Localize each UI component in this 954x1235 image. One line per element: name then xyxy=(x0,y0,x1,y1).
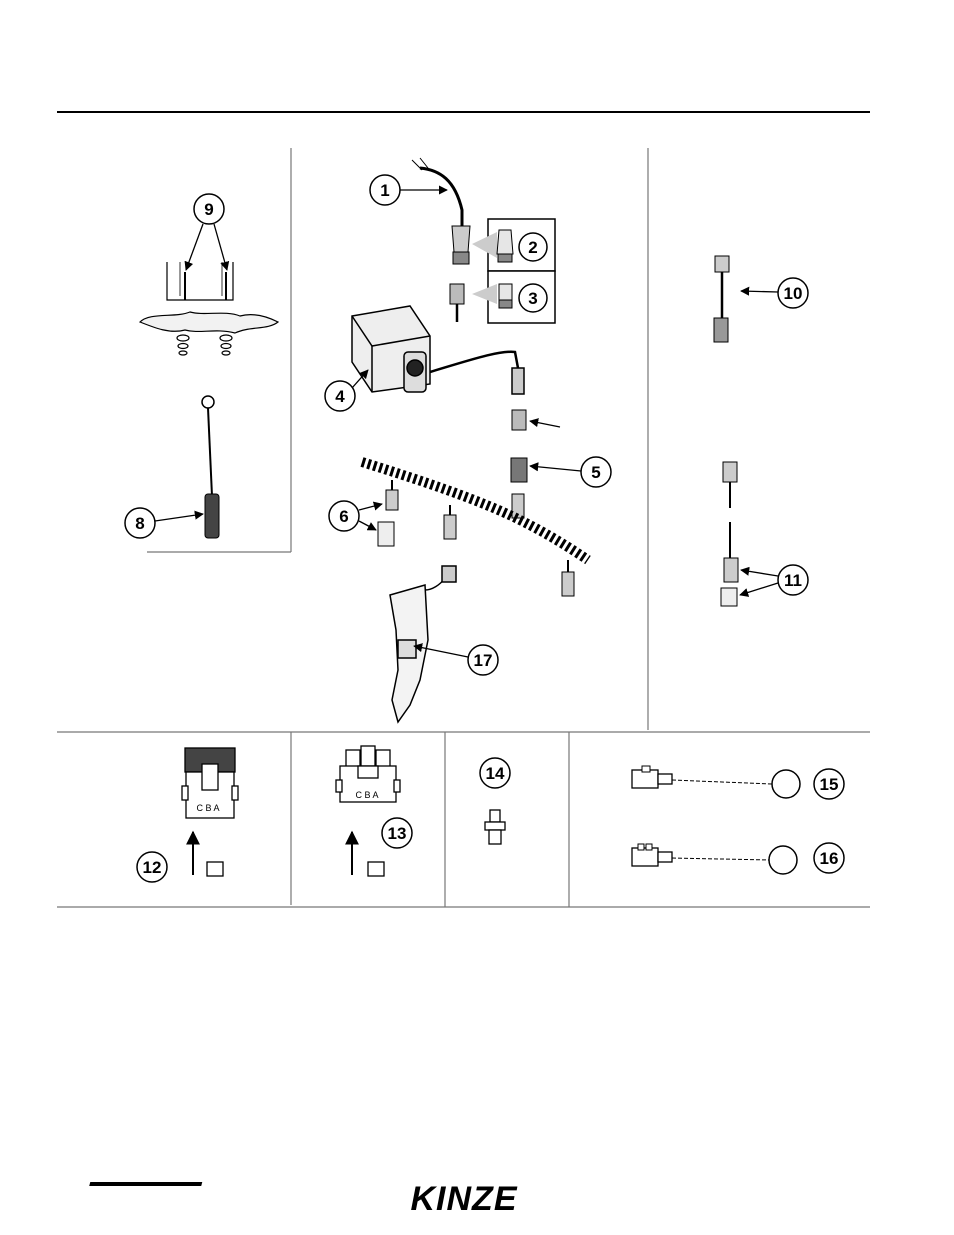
callout-2-box: 2 xyxy=(472,219,555,271)
callout-11: 11 xyxy=(778,565,808,595)
svg-text:8: 8 xyxy=(135,514,144,533)
harness-15-drawing xyxy=(632,766,800,798)
leader-8 xyxy=(155,514,203,521)
callout-17: 17 xyxy=(468,645,498,675)
leader-10 xyxy=(741,291,778,292)
callout-12: 12 xyxy=(137,852,167,882)
extension-connector-drawing xyxy=(511,410,527,518)
connector-12-pin-labels: C B A xyxy=(196,803,219,813)
callout-13: 13 xyxy=(382,818,412,848)
callout-5: 5 xyxy=(581,457,611,487)
callout-1: 1 xyxy=(370,175,400,205)
svg-text:1: 1 xyxy=(380,181,389,200)
svg-text:3: 3 xyxy=(528,289,537,308)
leader-11b xyxy=(740,583,778,595)
leader-5a xyxy=(530,421,560,427)
connector-13-pin-labels: C B A xyxy=(355,790,378,800)
svg-text:6: 6 xyxy=(339,507,348,526)
svg-text:KINZE: KINZE xyxy=(411,1180,518,1218)
svg-text:17: 17 xyxy=(474,651,493,670)
svg-text:11: 11 xyxy=(784,571,802,590)
svg-text:2: 2 xyxy=(528,238,537,257)
callout-16: 16 xyxy=(814,843,844,873)
svg-text:13: 13 xyxy=(388,824,407,843)
svg-text:12: 12 xyxy=(143,858,162,877)
connector-13-drawing xyxy=(336,746,400,876)
callout-8: 8 xyxy=(125,508,155,538)
mounting-bracket-drawing xyxy=(140,262,278,355)
coiled-harness-drawing xyxy=(362,462,588,560)
callout-9: 9 xyxy=(194,194,224,224)
leader-11a xyxy=(741,570,778,576)
leader-6a xyxy=(359,504,382,510)
callout-3-box: 3 xyxy=(472,271,555,323)
adapter-connector-drawing xyxy=(450,284,464,322)
svg-text:16: 16 xyxy=(820,849,839,868)
grommet-14-drawing xyxy=(485,810,505,844)
callout-15: 15 xyxy=(814,769,844,799)
kinze-logo: KINZE xyxy=(89,1180,518,1218)
svg-text:5: 5 xyxy=(591,463,600,482)
leader-6b xyxy=(359,521,376,530)
svg-text:4: 4 xyxy=(335,387,345,406)
sensor-lead-drawing xyxy=(412,158,470,264)
terminator-cable-drawing xyxy=(721,462,738,606)
harness-16-drawing xyxy=(632,844,797,874)
seed-tube-drawing xyxy=(390,566,456,722)
leader-9a xyxy=(186,224,203,270)
jumper-cable-drawing xyxy=(714,256,729,342)
svg-text:10: 10 xyxy=(784,284,803,303)
svg-text:14: 14 xyxy=(486,764,505,783)
svg-text:9: 9 xyxy=(204,200,213,219)
callout-10: 10 xyxy=(778,278,808,308)
callout-14: 14 xyxy=(480,758,510,788)
leader-5b xyxy=(530,466,581,471)
svg-text:15: 15 xyxy=(820,775,839,794)
callout-4: 4 xyxy=(325,381,355,411)
extraction-tool-drawing xyxy=(202,396,219,538)
callout-6: 6 xyxy=(329,501,359,531)
leader-9b xyxy=(214,224,227,270)
